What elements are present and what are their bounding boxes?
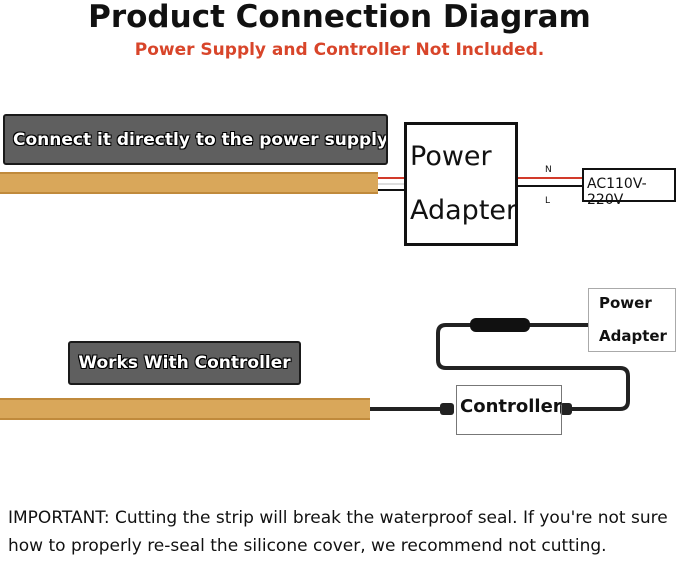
cable-controller-to-adapter (436, 323, 630, 411)
power-adapter-label-line1: Power (410, 141, 492, 172)
page-title: Product Connection Diagram (88, 0, 591, 35)
power-adapter-label-line2: Adapter (410, 195, 518, 226)
led-strip-controller (0, 398, 370, 420)
controller-power-adapter-box (588, 288, 676, 352)
controller-power-adapter-label-line2: Adapter (599, 327, 667, 345)
connector-right (560, 403, 572, 415)
ac-mains-box (582, 168, 676, 202)
direct-connection-banner: Connect it directly to the power supply (3, 114, 388, 165)
controller-power-adapter-label-line1: Power (599, 294, 652, 312)
controller-label: Controller (460, 396, 562, 417)
controller-banner: Works With Controller (68, 341, 301, 385)
important-note: IMPORTANT: Cutting the strip will break … (8, 508, 668, 556)
wire-label-n: N (545, 165, 552, 175)
wire-label-l: L (545, 196, 551, 206)
connector-left (440, 403, 454, 415)
controller-box (456, 385, 562, 435)
inline-connector (470, 318, 530, 332)
power-adapter-box (404, 122, 518, 246)
page-subtitle: Power Supply and Controller Not Included… (134, 40, 545, 60)
ac-voltage-label: AC110V-220V (587, 176, 647, 208)
led-strip-direct (0, 172, 378, 194)
